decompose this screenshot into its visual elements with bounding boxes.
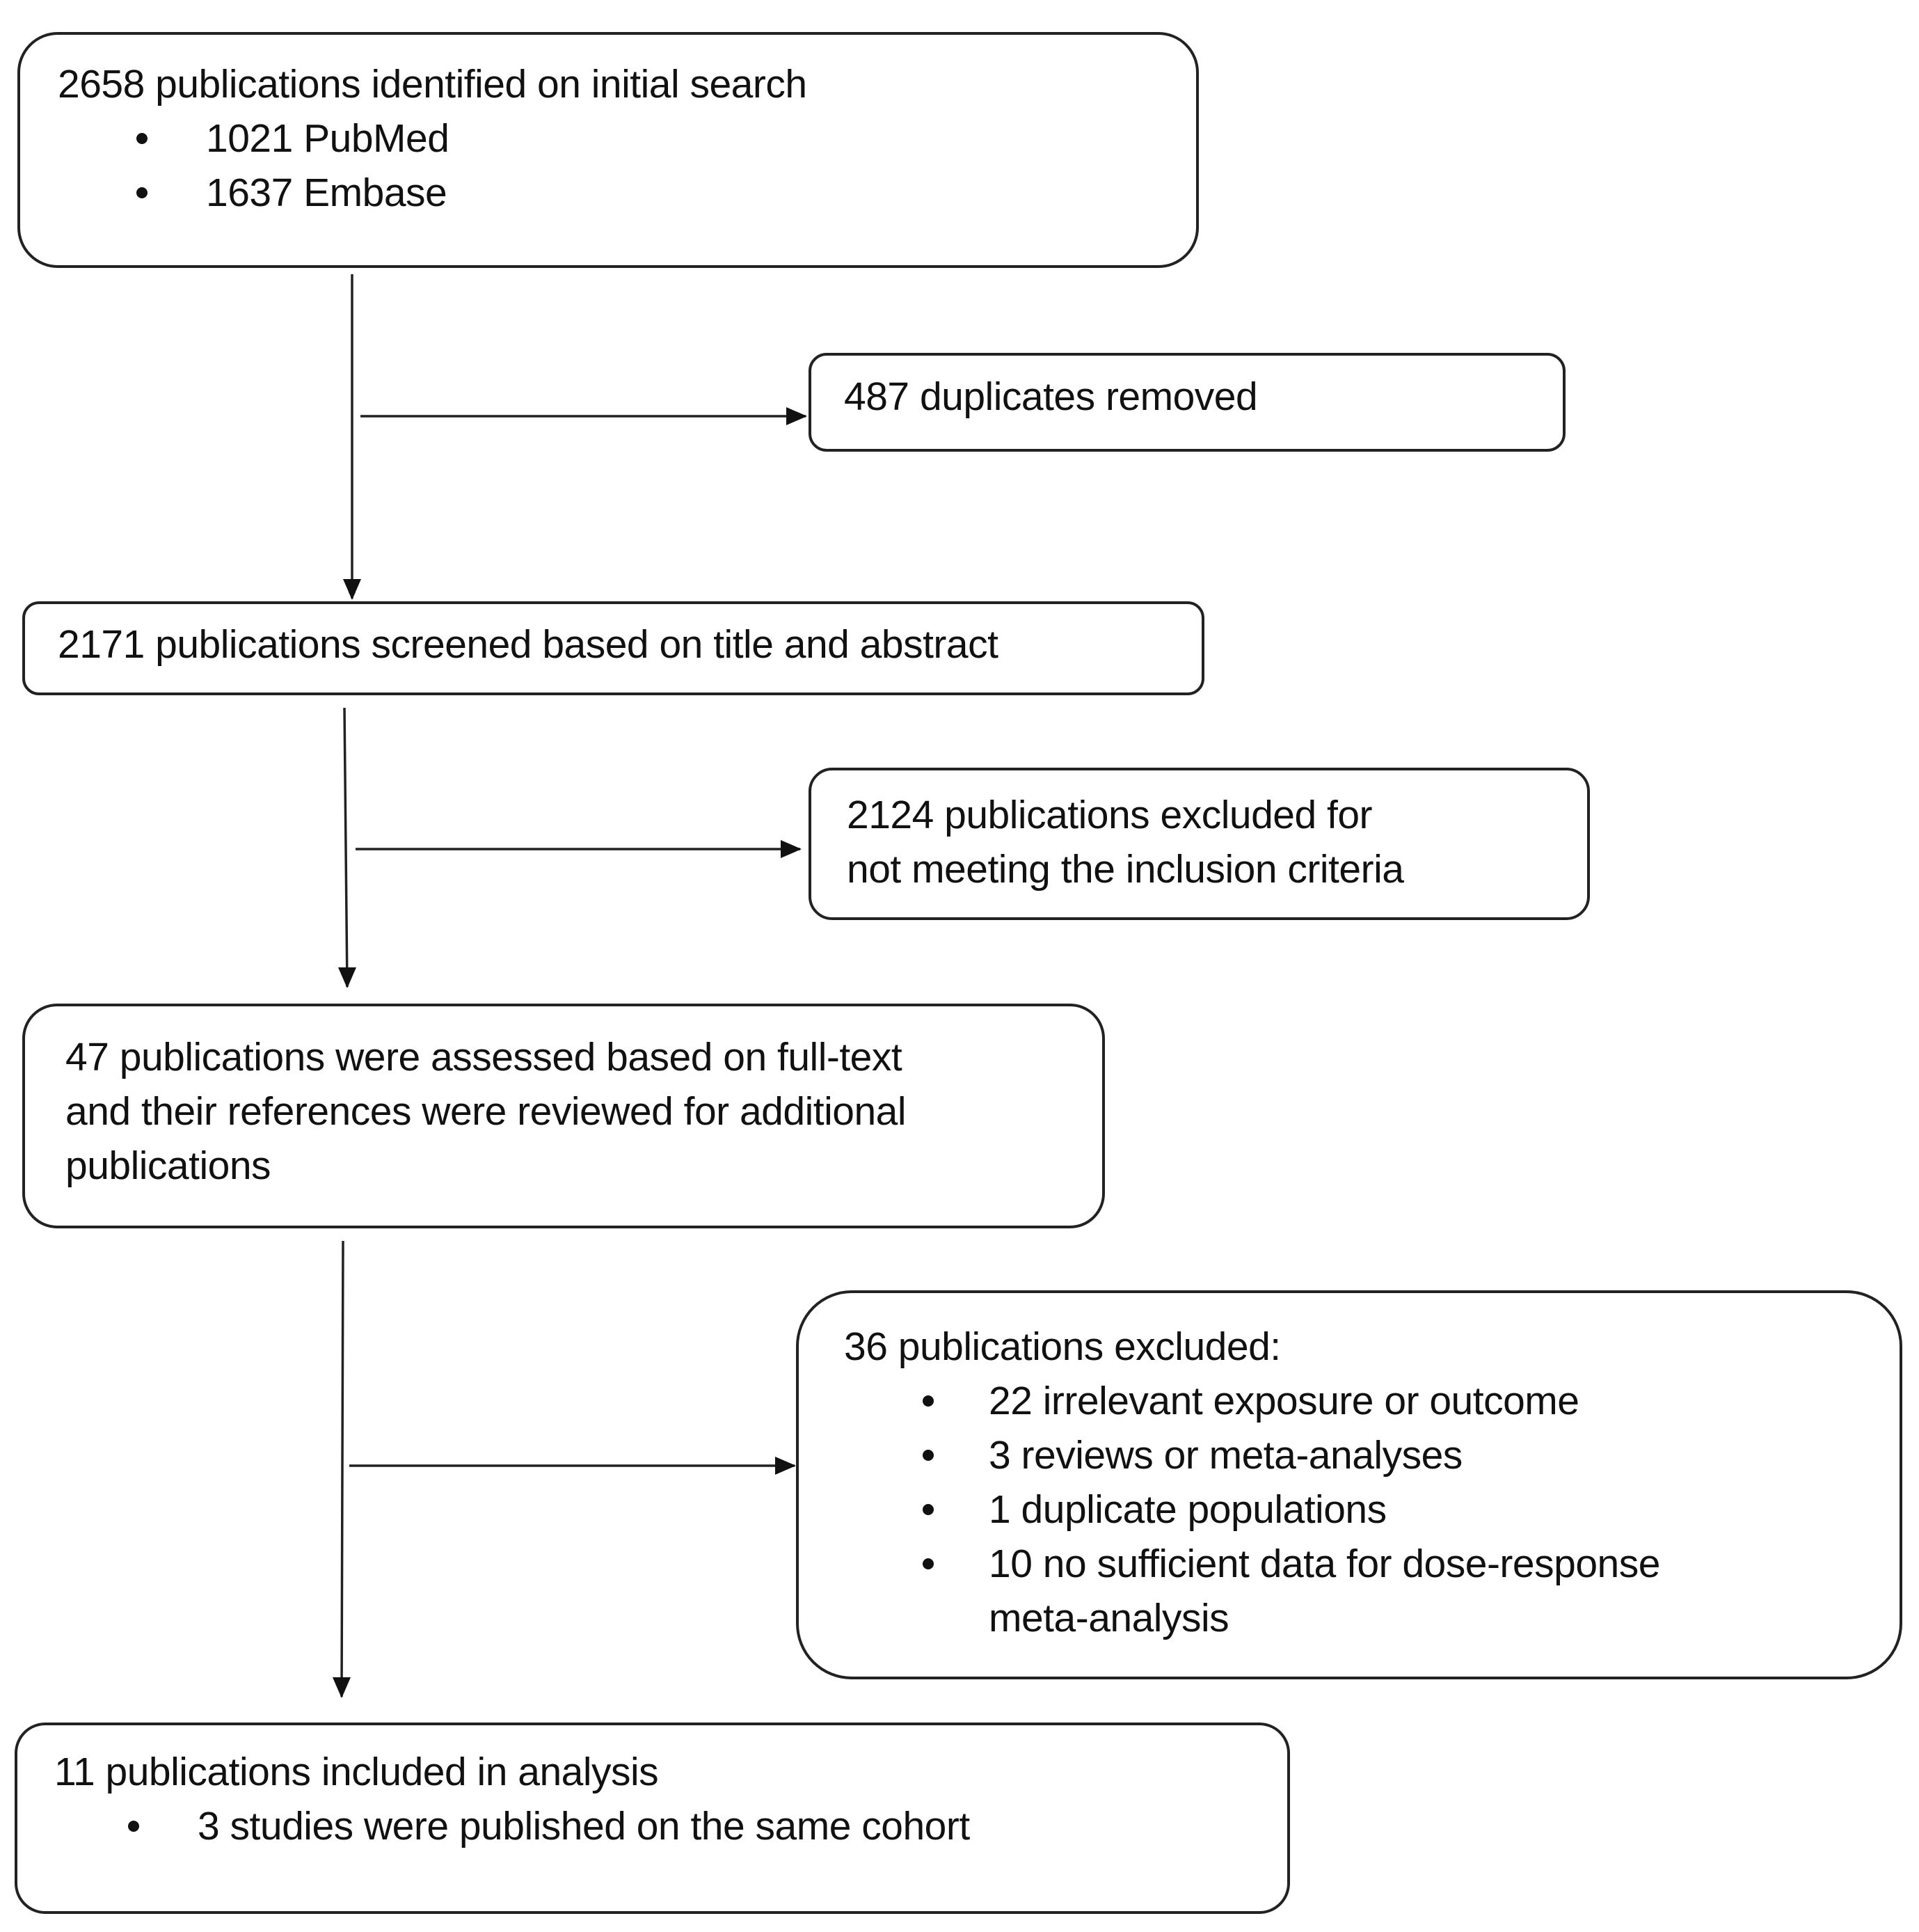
list-item: 1637 Embase — [58, 166, 807, 220]
bullet-icon — [136, 133, 148, 144]
item-text: 10 no sufficient data for dose-response — [989, 1542, 1660, 1586]
duplicates-text: 487 duplicates removed — [844, 374, 1258, 419]
box-identified — [17, 32, 1199, 268]
bullet-icon — [923, 1450, 934, 1461]
list-item: 1021 PubMed — [58, 111, 807, 166]
box-excluded-screen — [809, 768, 1590, 920]
arrow-screened-to-fulltext — [343, 707, 349, 988]
item-text: 3 studies were published on the same coh… — [198, 1804, 970, 1848]
arrowhead-icon — [781, 840, 802, 858]
item-text: 1637 Embase — [206, 171, 447, 215]
excluded-screen-text: 2124 publications excluded for not meeti… — [847, 788, 1404, 896]
box-screened — [22, 601, 1204, 695]
excluded-title: 36 publications excluded: — [844, 1324, 1281, 1369]
item-continuation: meta-analysis — [989, 1596, 1229, 1640]
list-item: 3 reviews or meta-analyses — [844, 1428, 1660, 1482]
item-text: 1021 PubMed — [206, 116, 449, 161]
fulltext-text: 47 publications were assessed based on f… — [65, 1030, 907, 1193]
bullet-icon — [923, 1395, 934, 1407]
included-text: 11 publications included in analysis 3 s… — [54, 1745, 970, 1853]
box-included — [15, 1723, 1290, 1914]
text-line: not meeting the inclusion criteria — [847, 847, 1404, 892]
list-item: 22 irrelevant exposure or outcome — [844, 1374, 1660, 1428]
arrowhead-icon — [775, 1457, 796, 1475]
arrow-fulltext-to-included — [340, 1240, 344, 1697]
box-duplicates — [809, 353, 1566, 452]
screened-text: 2171 publications screened based on titl… — [58, 622, 998, 667]
identified-text: 2658 publications identified on initial … — [58, 57, 807, 220]
bullet-icon — [136, 187, 148, 198]
item-text: 22 irrelevant exposure or outcome — [989, 1379, 1579, 1423]
box-fulltext — [22, 1004, 1105, 1228]
arrowhead-icon — [338, 967, 356, 988]
list-item: 3 studies were published on the same coh… — [54, 1799, 970, 1853]
bullet-icon — [923, 1504, 934, 1515]
text-line: 47 publications were assessed based on f… — [65, 1035, 902, 1079]
item-text: 1 duplicate populations — [989, 1487, 1387, 1532]
list-item: 1 duplicate populations — [844, 1482, 1660, 1537]
arrowhead-icon — [333, 1677, 351, 1698]
excluded-fulltext-text: 36 publications excluded: 22 irrelevant … — [844, 1320, 1660, 1645]
text-line: and their references were reviewed for a… — [65, 1089, 907, 1134]
text-line: 2124 publications excluded for — [847, 793, 1373, 837]
bullet-icon — [128, 1821, 139, 1832]
arrowhead-icon — [343, 579, 361, 600]
box-excluded-fulltext — [796, 1290, 1902, 1679]
identified-title: 2658 publications identified on initial … — [58, 62, 807, 106]
text-line: publications — [65, 1143, 271, 1188]
item-text: 3 reviews or meta-analyses — [989, 1433, 1463, 1478]
included-title: 11 publications included in analysis — [54, 1750, 659, 1794]
arrowhead-icon — [786, 407, 807, 425]
list-item: 10 no sufficient data for dose-response — [844, 1537, 1660, 1591]
bullet-icon — [923, 1558, 934, 1569]
